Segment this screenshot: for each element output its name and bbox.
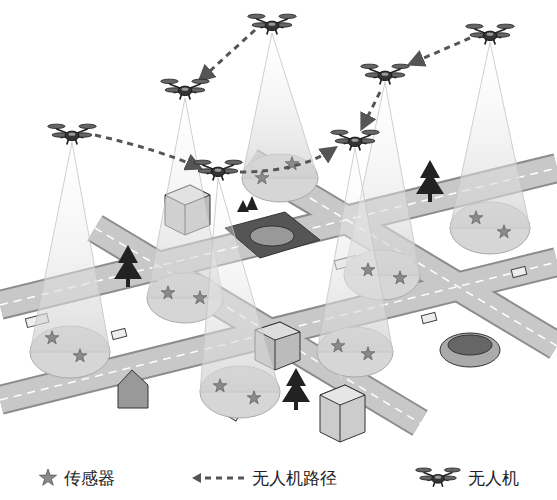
sensing-cones [30, 33, 530, 392]
legend-text: 无人机路径 [252, 467, 337, 490]
legend-text: 无人机 [468, 467, 519, 490]
city-drone-illustration [0, 0, 557, 462]
legend-item: 无人机路径 [192, 467, 337, 490]
legend-item: 无人机 [414, 466, 519, 490]
drone-paths [95, 30, 470, 172]
legend-text: 传感器 [64, 467, 115, 490]
legend-sample [192, 471, 246, 485]
legend: 传感器 无人机路径 无人机 [0, 462, 557, 494]
legend-sample [414, 466, 462, 490]
legend-item: 传感器 [38, 467, 115, 490]
drones [48, 14, 515, 180]
legend-sample [38, 468, 58, 488]
sensor-areas [30, 154, 530, 418]
sensor-stars [45, 157, 511, 404]
